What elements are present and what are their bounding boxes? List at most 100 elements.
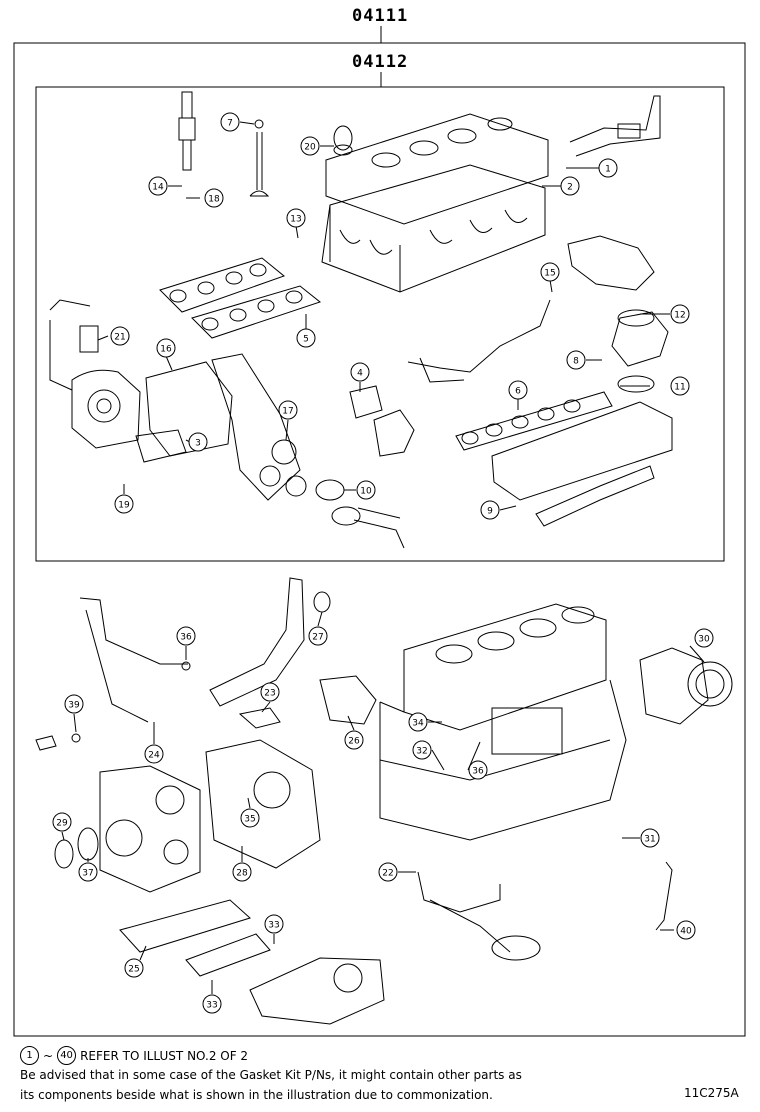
thermostat-housing-sketch <box>349 385 415 457</box>
callout-number: 30 <box>698 635 710 645</box>
callout-31: 31 <box>640 828 660 848</box>
callout-circle <box>344 730 364 750</box>
callout-number: 32 <box>416 747 427 757</box>
callout-circle <box>296 328 316 348</box>
ref-text: REFER TO ILLUST NO.2 OF 2 <box>80 1048 249 1063</box>
exhaust-manifold-sketch <box>211 353 307 501</box>
callout-5: 5 <box>296 328 316 348</box>
callout-number: 34 <box>412 719 424 729</box>
callout-circle <box>598 158 618 178</box>
callout-circle <box>480 500 500 520</box>
callout-circle <box>540 262 560 282</box>
callout-circle <box>286 208 306 228</box>
callout-number: 24 <box>148 751 160 761</box>
inner-kit-number: 04112 <box>352 52 409 72</box>
callout-number: 35 <box>244 815 255 825</box>
callout-number: 1 <box>605 165 611 175</box>
callout-number: 16 <box>160 345 172 355</box>
callout-circle <box>468 760 488 780</box>
inner-kit-frame <box>35 86 725 562</box>
callout-39: 39 <box>64 694 84 714</box>
callout-number: 26 <box>348 737 360 747</box>
callout-number: 29 <box>56 819 68 829</box>
turbocharger-sketch <box>49 299 233 463</box>
callout-19: 19 <box>114 494 134 514</box>
callout-circle <box>676 920 696 940</box>
callout-33: 33 <box>264 914 284 934</box>
callout-4: 4 <box>350 362 370 382</box>
oil-seal-retainer-sketch <box>639 647 733 725</box>
callout-circle <box>278 400 298 420</box>
advisory-note-line-2: its components beside what is shown in t… <box>20 1088 493 1102</box>
callout-6: 6 <box>508 380 528 400</box>
callout-circle <box>220 112 240 132</box>
callout-number: 9 <box>487 507 493 517</box>
callout-25: 25 <box>124 958 144 978</box>
misc-small-parts-sketch <box>35 661 191 751</box>
callout-40: 40 <box>676 920 696 940</box>
callout-29: 29 <box>52 812 72 832</box>
callout-circle <box>240 808 260 828</box>
ref-separator: ~ <box>43 1048 54 1063</box>
callout-20: 20 <box>300 136 320 156</box>
callout-number: 27 <box>312 633 323 643</box>
callout-number: 17 <box>282 407 293 417</box>
callout-10: 10 <box>356 480 376 500</box>
ref-end-callout: 40 <box>57 1046 77 1065</box>
callout-36: 36 <box>176 626 196 646</box>
callout-circle <box>412 740 432 760</box>
callout-23: 23 <box>260 682 280 702</box>
timing-cover-sketch <box>99 739 321 893</box>
callout-circle <box>308 626 328 646</box>
callout-number: 12 <box>674 311 685 321</box>
callout-1: 1 <box>598 158 618 178</box>
oil-cooler-sketch <box>119 899 385 1025</box>
callout-18: 18 <box>204 188 224 208</box>
callout-32: 32 <box>412 740 432 760</box>
intake-manifold-sketch <box>455 391 673 527</box>
callout-leaders <box>61 121 705 994</box>
callout-34: 34 <box>408 712 428 732</box>
callout-number: 6 <box>515 387 521 397</box>
callout-27: 27 <box>308 626 328 646</box>
callout-number: 28 <box>236 869 248 879</box>
callout-number: 20 <box>304 143 316 153</box>
callout-28: 28 <box>232 862 252 882</box>
callout-circle <box>156 338 176 358</box>
callout-number: 18 <box>208 195 220 205</box>
reference-note: 1 ~ 40 REFER TO ILLUST NO.2 OF 2 <box>20 1046 248 1065</box>
callout-circle <box>670 304 690 324</box>
callout-33: 33 <box>202 994 222 1014</box>
callout-7: 7 <box>220 112 240 132</box>
cylinder-head-sketch <box>321 113 549 293</box>
callout-circle <box>260 682 280 702</box>
callout-circle <box>176 626 196 646</box>
callout-circle <box>148 176 168 196</box>
callout-16: 16 <box>156 338 176 358</box>
valve-sketch <box>249 119 270 197</box>
callout-number: 3 <box>195 439 201 449</box>
callout-22: 22 <box>378 862 398 882</box>
callout-number: 37 <box>82 869 93 879</box>
callout-circle <box>356 480 376 500</box>
callout-circle <box>114 494 134 514</box>
callout-circle <box>124 958 144 978</box>
callout-circle <box>670 376 690 396</box>
callout-26: 26 <box>344 730 364 750</box>
callout-circle <box>110 326 130 346</box>
callout-circle <box>64 694 84 714</box>
callout-number: 33 <box>268 921 279 931</box>
callout-number: 33 <box>206 1001 217 1011</box>
callout-circle <box>52 812 72 832</box>
callout-9: 9 <box>480 500 500 520</box>
callout-2: 2 <box>560 176 580 196</box>
callout-circle <box>264 914 284 934</box>
sensor-wire-sketch <box>407 299 551 383</box>
callout-circle <box>350 362 370 382</box>
callout-circle <box>144 744 164 764</box>
callout-number: 13 <box>290 215 301 225</box>
callout-circle <box>188 432 208 452</box>
callout-number: 11 <box>674 383 685 393</box>
callout-circle <box>78 862 98 882</box>
